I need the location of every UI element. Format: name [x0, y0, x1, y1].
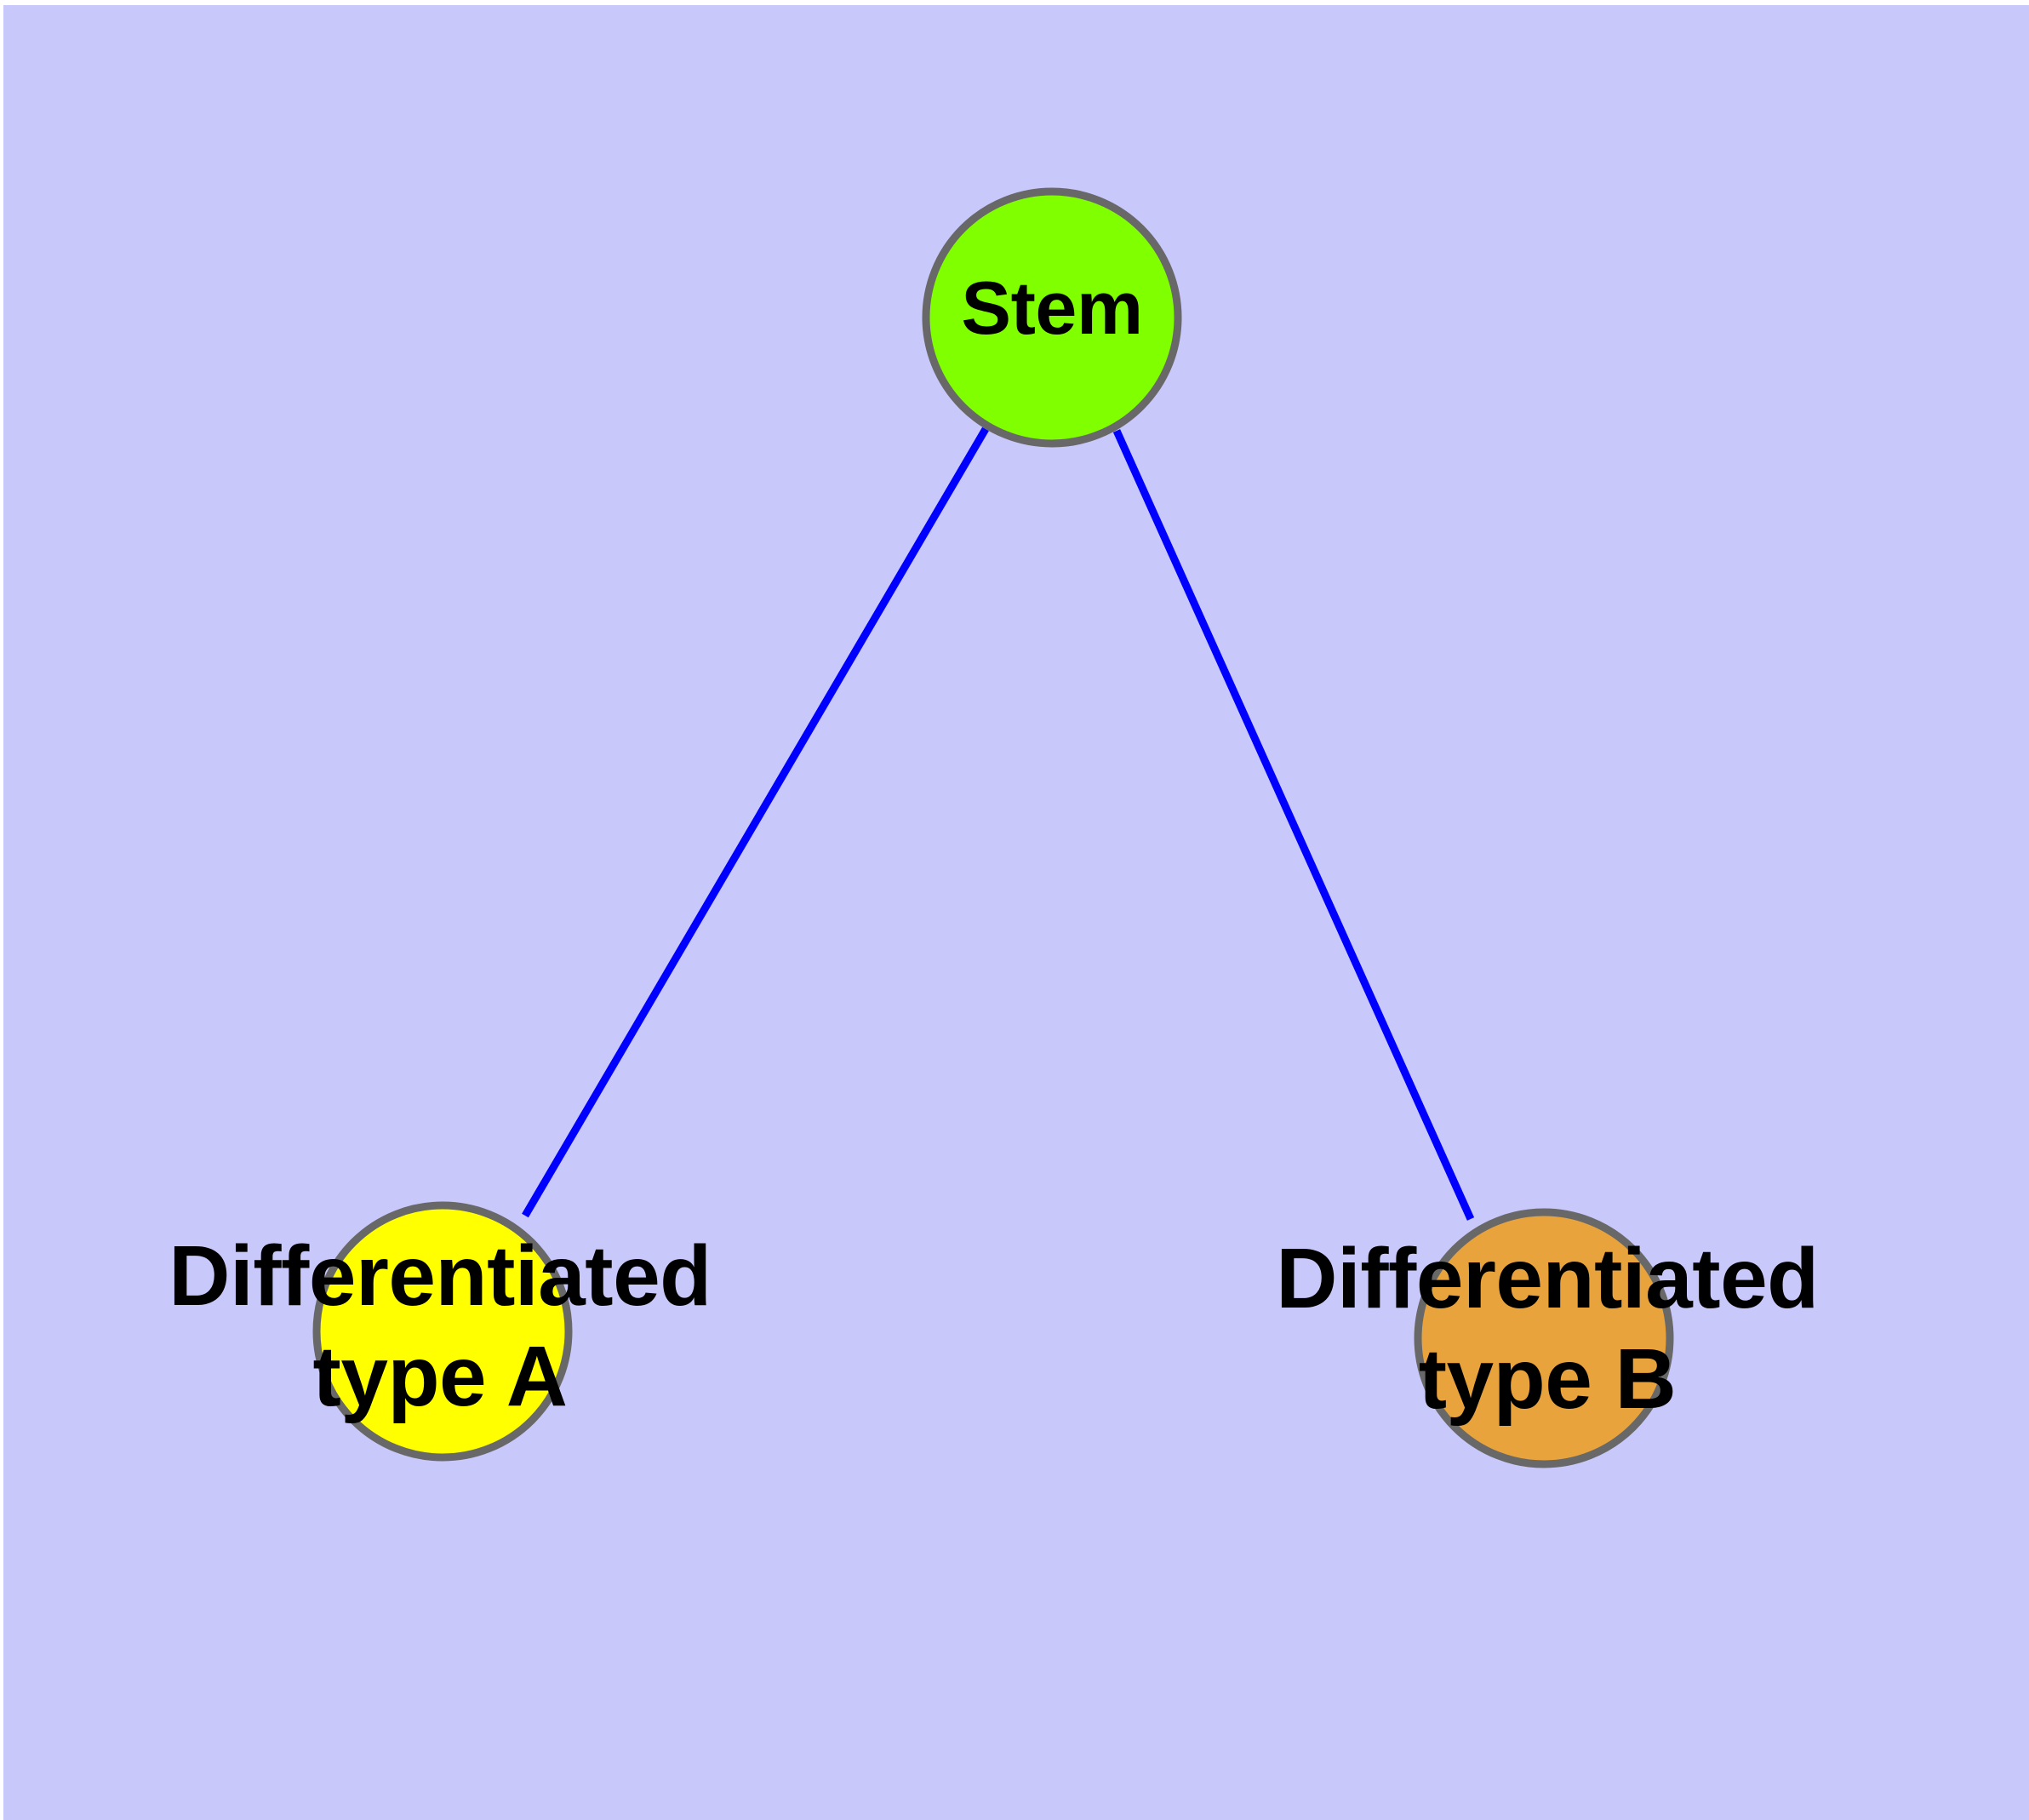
node-layer [312, 187, 1674, 1468]
node-circle-diff-b[interactable] [1414, 1208, 1674, 1468]
edge-stem-to-diff-a[interactable] [522, 426, 989, 1218]
edge-layer [522, 426, 1475, 1221]
edge-stem-to-diff-b[interactable] [1112, 429, 1475, 1221]
node-circle-diff-a[interactable] [312, 1201, 573, 1462]
node-label-diff-b: Differentiated type B [1276, 1231, 1819, 1427]
node-circle-stem[interactable] [922, 187, 1182, 448]
node-label-stem: Stem [961, 266, 1143, 350]
node-label-diff-a: Differentiated type A [169, 1228, 712, 1424]
